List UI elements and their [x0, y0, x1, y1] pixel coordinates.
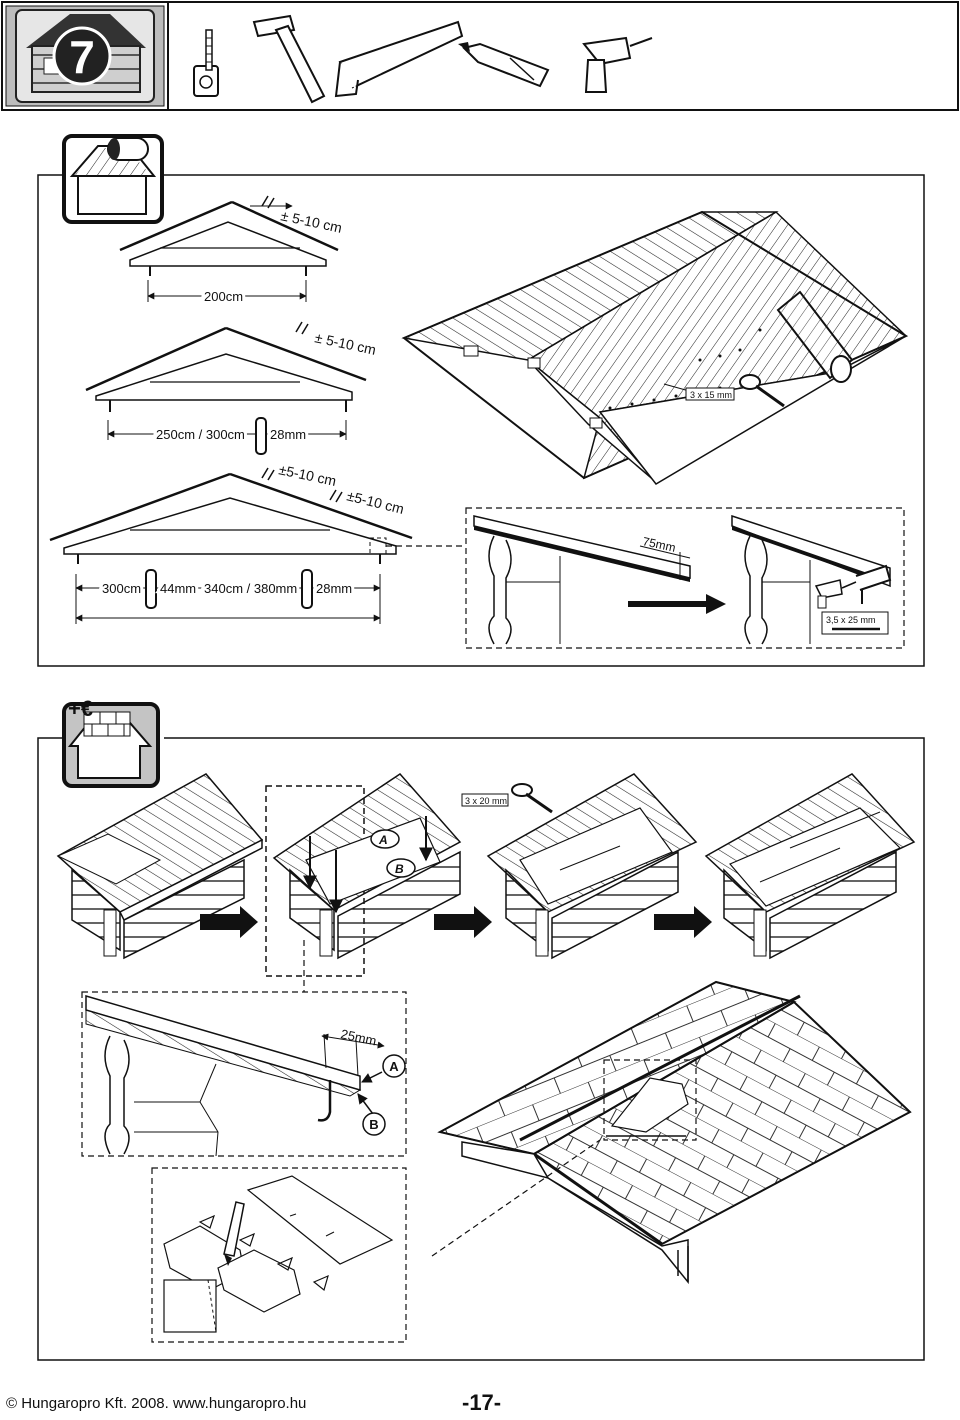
felt-detail-box [465, 507, 905, 649]
shed-step-4 [704, 773, 916, 960]
truss-large-board-a: 44mm [160, 581, 196, 596]
footer-copyright: © Hungaropro Kft. 2008. www.hungaropro.h… [6, 1395, 307, 1412]
edge-overlap-label: 25mm [339, 1026, 377, 1048]
felt-overlap-label: 75mm [641, 534, 677, 555]
roofing-felt-roll-icon [62, 134, 164, 224]
utility-knife-icon [458, 42, 550, 88]
knife-icon [223, 1201, 245, 1266]
shingled-roof-illustration [431, 980, 912, 1285]
edge-label-b: B [369, 1117, 378, 1132]
felted-roof-illustration [401, 210, 909, 485]
header-frame [1, 1, 959, 111]
roof-shingles-icon [62, 702, 160, 788]
truss-large-width-b: 340cm / 380mm [204, 581, 297, 596]
page-number: -17- [462, 1390, 502, 1415]
truss-medium-width: 250cm / 300cm [156, 427, 245, 442]
optional-cost-mark: +€ [68, 696, 93, 721]
shingle-cutting-detail [151, 1167, 407, 1343]
shed-step-1 [56, 773, 264, 960]
felt-roll [776, 290, 854, 383]
truss-large-overhang-left: ±5-10 cm [277, 461, 337, 489]
roof-felt-nail-icon [739, 374, 785, 408]
cordless-drill-icon [582, 36, 653, 93]
drill-detail-icon [814, 579, 857, 609]
truss-medium-overhang: ± 5-10 cm [313, 329, 377, 358]
step-badge: 7 [5, 5, 165, 107]
truss-small [119, 195, 339, 302]
edge-label-a: A [389, 1059, 399, 1074]
truss-medium-board: 28mm [270, 427, 306, 442]
shed-step-2 [265, 773, 553, 977]
section2-frame [37, 737, 925, 1361]
shed-label-b: B [395, 862, 404, 876]
tape-measure-icon [193, 29, 219, 97]
section1-frame [37, 174, 925, 667]
shed-sequence: A B 3 x 20 mm [56, 773, 916, 977]
truss-large-width-a: 300cm [102, 581, 141, 596]
truss-large [49, 467, 466, 624]
roof-felt-nail-size: 3 x 15 mm [690, 390, 732, 400]
truss-small-width: 200cm [204, 289, 243, 304]
drill-screw-size: 3,5 x 25 mm [826, 615, 876, 625]
saw-icon [334, 20, 464, 98]
drip-edge-detail [81, 940, 407, 1157]
truss-large-board-b: 28mm [316, 581, 352, 596]
step-number: 7 [69, 31, 95, 83]
hammer-icon [252, 14, 326, 104]
truss-small-overhang: ± 5-10 cm [279, 207, 343, 236]
shingle-nail-icon [511, 783, 553, 814]
shingle-nail-size: 3 x 20 mm [465, 796, 507, 806]
truss-medium [85, 321, 367, 455]
truss-large-overhang-right: ±5-10 cm [345, 487, 405, 517]
shed-step-3 [486, 773, 698, 960]
shed-label-a: A [378, 833, 388, 847]
